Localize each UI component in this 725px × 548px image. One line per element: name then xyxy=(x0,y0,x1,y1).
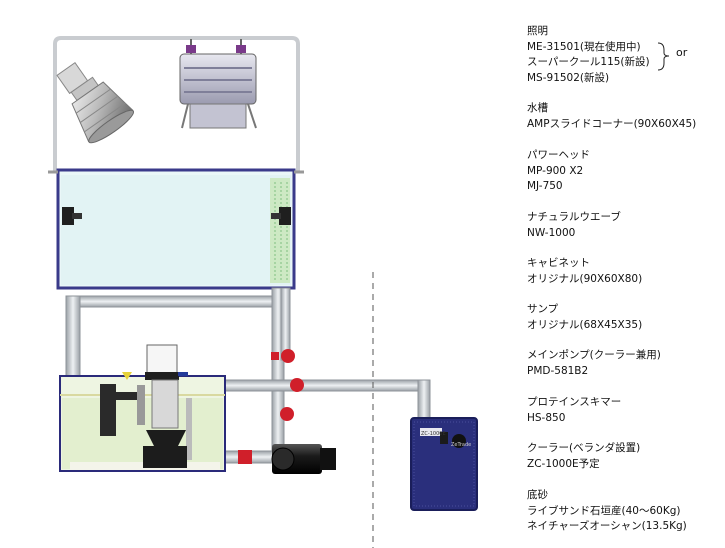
spec-substrate: 底砂 ライブサンド石垣産(40～60Kg) ネイチャーズオーシャン(13.5Kg… xyxy=(527,488,723,535)
spec-line: HS-850 xyxy=(527,411,566,424)
spotlight-icon xyxy=(56,62,135,144)
sump xyxy=(59,375,226,472)
spec-title: 照明 xyxy=(527,25,548,37)
powerhead-right xyxy=(271,207,291,225)
spec-line: ライブサンド石垣産(40～60Kg) xyxy=(527,504,681,517)
spec-line: オリジナル(68X45X35) xyxy=(527,318,643,331)
spec-line: ネイチャーズオーシャン(13.5Kg) xyxy=(527,520,687,532)
valve-icon xyxy=(238,349,304,464)
spec-line: スーパークール115(新設) xyxy=(527,56,650,68)
spec-line: NW-1000 xyxy=(527,226,576,239)
spec-natural-wave: ナチュラルウエーブ NW-1000 xyxy=(527,210,723,241)
powerhead-left xyxy=(62,207,82,225)
spec-title: キャビネット xyxy=(527,257,590,269)
spec-title: プロテインスキマー xyxy=(527,396,622,408)
main-tank xyxy=(48,168,304,290)
spec-line: オリジナル(90X60X80) xyxy=(527,272,643,285)
cooler-icon xyxy=(410,417,478,511)
spec-main-pump: メインポンプ(クーラー兼用) PMD-581B2 xyxy=(527,348,723,379)
spec-title: メインポンプ(クーラー兼用) xyxy=(527,349,661,361)
spec-line: MJ-750 xyxy=(527,180,563,192)
spec-title: ナチュラルウエーブ xyxy=(527,211,621,223)
spec-title: サンプ xyxy=(527,303,559,315)
spec-line: PMD-581B2 xyxy=(527,364,589,377)
led-fixture-icon xyxy=(179,39,257,129)
pump-icon xyxy=(271,444,336,474)
cooler-logo: ZeTrade xyxy=(451,442,471,448)
or-label: or xyxy=(676,46,688,59)
cooler-label: ZC-1000E xyxy=(421,431,446,437)
spec-title: クーラー(ベランダ設置) xyxy=(527,442,641,454)
spec-line: AMPスライドコーナー(90X60X45) xyxy=(527,117,697,130)
spec-cooler: クーラー(ベランダ設置) ZC-1000E予定 xyxy=(527,441,723,472)
spec-line: MP-900 X2 xyxy=(527,164,584,177)
spec-title: パワーヘッド xyxy=(527,149,590,161)
spec-title: 水槽 xyxy=(527,102,548,114)
lighting-brace xyxy=(657,42,670,71)
spec-line: MS-91502(新設) xyxy=(527,71,610,84)
light-stand xyxy=(53,36,300,172)
spec-cabinet: キャビネット オリジナル(90X60X80) xyxy=(527,256,723,287)
spec-line: ZC-1000E予定 xyxy=(527,457,600,470)
spec-title: 底砂 xyxy=(527,489,548,501)
spec-tank: 水槽 AMPスライドコーナー(90X60X45) xyxy=(527,101,723,132)
protein-skimmer xyxy=(122,344,188,468)
spec-line: ME-31501(現在使用中) xyxy=(527,40,641,53)
spec-powerhead: パワーヘッド MP-900 X2 MJ-750 xyxy=(527,148,723,195)
spec-sump: サンプ オリジナル(68X45X35) xyxy=(527,302,723,333)
spec-lighting: 照明 ME-31501(現在使用中) スーパークール115(新設) MS-915… xyxy=(527,24,723,86)
spec-skimmer: プロテインスキマー HS-850 xyxy=(527,395,723,426)
